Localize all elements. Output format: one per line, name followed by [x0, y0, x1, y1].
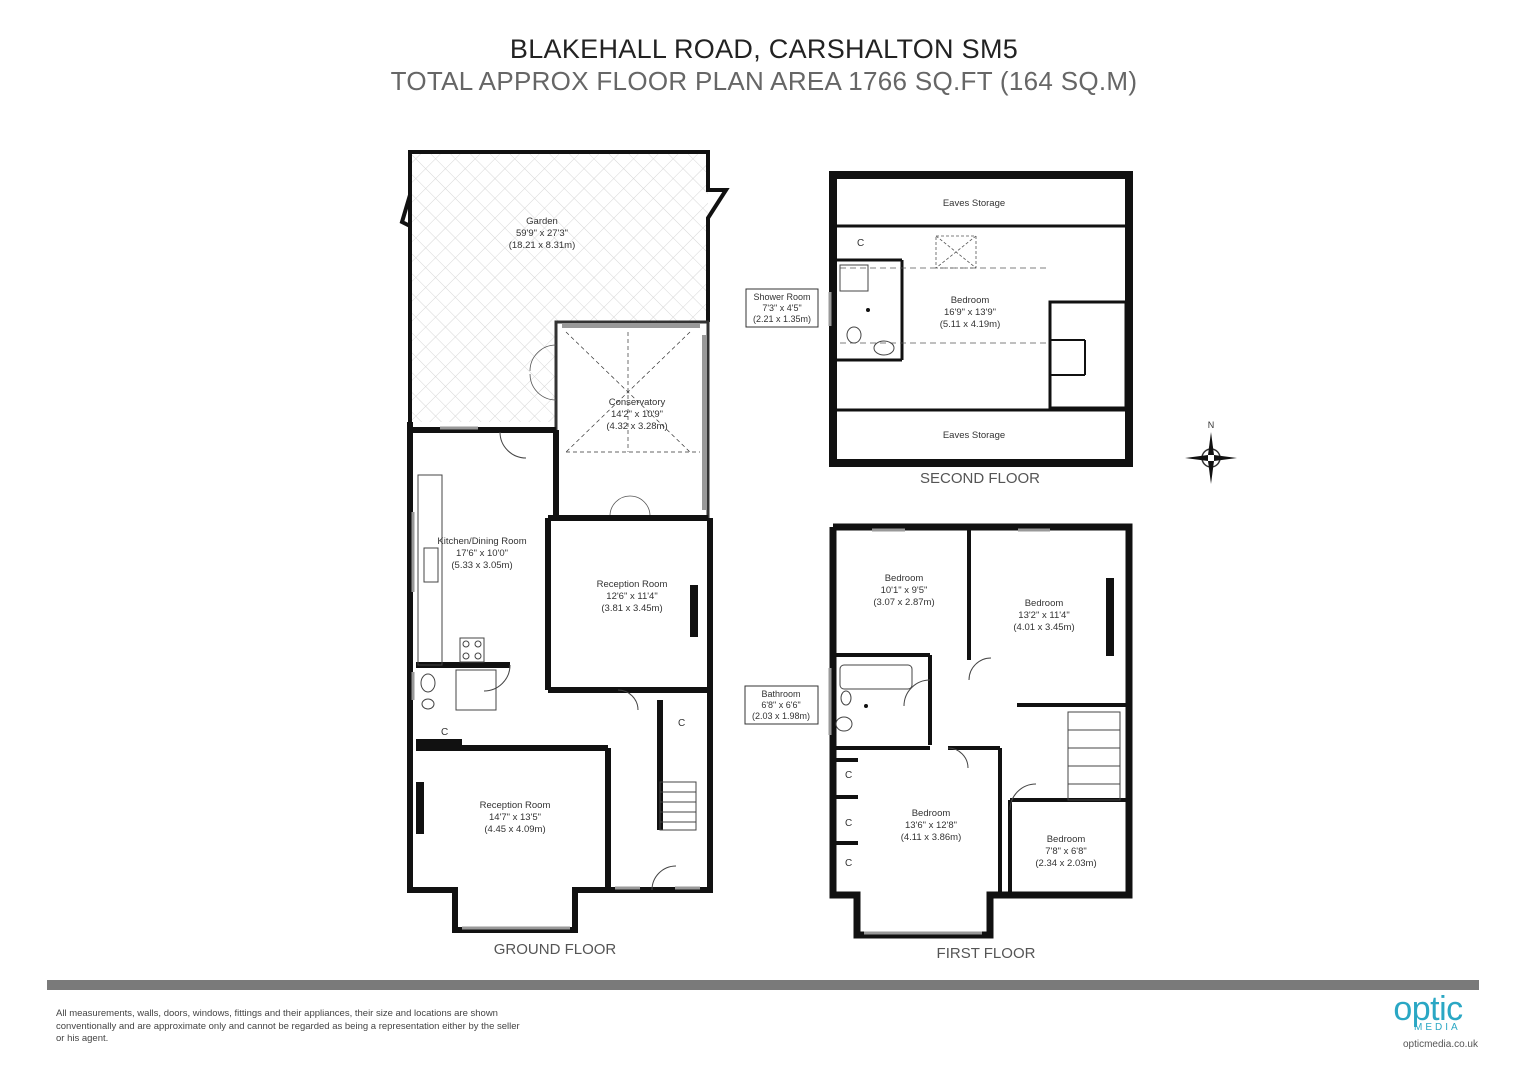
bedroom-3-metric: (4.11 x 3.86m): [901, 832, 962, 843]
bedroom-1-metric: (3.07 x 2.87m): [873, 597, 934, 608]
conservatory-imperial: 14'2" x 10'9": [611, 409, 663, 420]
logo-subtitle: MEDIA: [1414, 1022, 1461, 1033]
bedroom-4-imperial: 7'8" x 6'8": [1045, 846, 1087, 857]
kitchen-name: Kitchen/Dining Room: [437, 536, 526, 547]
logo-wordmark: optic: [1393, 990, 1463, 1028]
garden-imperial: 59'9" x 27'3": [516, 228, 568, 239]
reception-front-metric: (4.45 x 4.09m): [484, 824, 545, 835]
bedroom-1-name: Bedroom: [885, 573, 924, 584]
footer-divider: [47, 980, 1479, 990]
bathroom-metric: (2.03 x 1.98m): [752, 711, 810, 721]
ground-floor-label: GROUND FLOOR: [494, 941, 617, 958]
fireplace-rear: [690, 585, 698, 637]
second-floor-label: SECOND FLOOR: [920, 470, 1040, 487]
bedroom-top-name: Bedroom: [951, 295, 990, 306]
kitchen-metric: (5.33 x 3.05m): [451, 560, 512, 571]
cupboard-label-ground-1: C: [441, 727, 448, 738]
bedroom-4-metric: (2.34 x 2.03m): [1035, 858, 1096, 869]
bedroom-top-metric: (5.11 x 4.19m): [940, 319, 1001, 330]
bedroom-4-name: Bedroom: [1047, 834, 1086, 845]
floor-plan-diagram: C C Garden 59'9" x 27'3" (18.21 x 8.31m)…: [399, 150, 1237, 962]
kitchen-imperial: 17'6" x 10'0": [456, 548, 508, 559]
garden-metric: (18.21 x 8.31m): [509, 240, 576, 251]
bedroom-1-imperial: 10'1" x 9'5": [881, 585, 928, 596]
disclaimer-text: All measurements, walls, doors, windows,…: [56, 1008, 520, 1044]
fireplace-front: [416, 782, 424, 834]
ground-floor-plan: C C Garden 59'9" x 27'3" (18.21 x 8.31m)…: [399, 150, 730, 958]
bedroom-top-imperial: 16'9" x 13'9": [944, 307, 996, 318]
compass-north-label: N: [1208, 420, 1215, 430]
plan-address: BLAKEHALL ROAD, CARSHALTON SM5: [509, 34, 1019, 64]
ground-fixtures: [417, 431, 697, 891]
ground-windows: [411, 426, 700, 930]
first-floor-label: FIRST FLOOR: [937, 945, 1036, 962]
reception-front-name: Reception Room: [480, 800, 551, 811]
bedroom-3-name: Bedroom: [912, 808, 951, 819]
cupboard-label-first-3: C: [845, 858, 852, 869]
eaves-storage-bottom: Eaves Storage: [943, 430, 1005, 441]
cupboard-label-first-1: C: [845, 770, 852, 781]
reception-rear-metric: (3.81 x 3.45m): [601, 603, 662, 614]
conservatory-metric: (4.32 x 3.28m): [606, 421, 667, 432]
eaves-storage-top: Eaves Storage: [943, 198, 1005, 209]
bedroom-2-metric: (4.01 x 3.45m): [1013, 622, 1074, 633]
reception-front-imperial: 14'7" x 13'5": [489, 812, 541, 823]
logo-url: opticmedia.co.uk: [1402, 1039, 1478, 1050]
shower-room-metric: (2.21 x 1.35m): [753, 314, 811, 324]
bathroom-name: Bathroom: [761, 689, 800, 699]
shower-room-imperial: 7'3" x 4'5": [762, 303, 801, 313]
cupboard-label-second: C: [857, 238, 864, 249]
conservatory-room: [529, 320, 710, 520]
shower-room-name: Shower Room: [753, 292, 810, 302]
bedroom-2-imperial: 13'2" x 11'4": [1018, 610, 1069, 621]
first-floor-plan: C C C Bedroom 10'1" x 9'5" (3.07 x 2.87m…: [744, 523, 1133, 962]
compass-icon: N: [1185, 420, 1237, 484]
cupboard-label-ground-2: C: [678, 718, 685, 729]
bathroom-imperial: 6'8" x 6'6": [761, 700, 800, 710]
conservatory-name: Conservatory: [609, 397, 666, 408]
ground-walls: [407, 422, 713, 933]
bedroom-3-imperial: 13'6" x 12'8": [905, 820, 957, 831]
reception-rear-imperial: 12'6" x 11'4": [606, 591, 657, 602]
bedroom-2-name: Bedroom: [1025, 598, 1064, 609]
second-floor-plan: C Eaves Storage Eaves Storage Bedroom 16…: [745, 171, 1133, 487]
optic-media-logo: optic MEDIA opticmedia.co.uk: [1378, 992, 1478, 1050]
reception-rear-name: Reception Room: [597, 579, 668, 590]
garden-name: Garden: [526, 216, 558, 227]
cupboard-label-first-2: C: [845, 818, 852, 829]
plan-total-area: TOTAL APPROX FLOOR PLAN AREA 1766 SQ.FT …: [390, 66, 1138, 96]
